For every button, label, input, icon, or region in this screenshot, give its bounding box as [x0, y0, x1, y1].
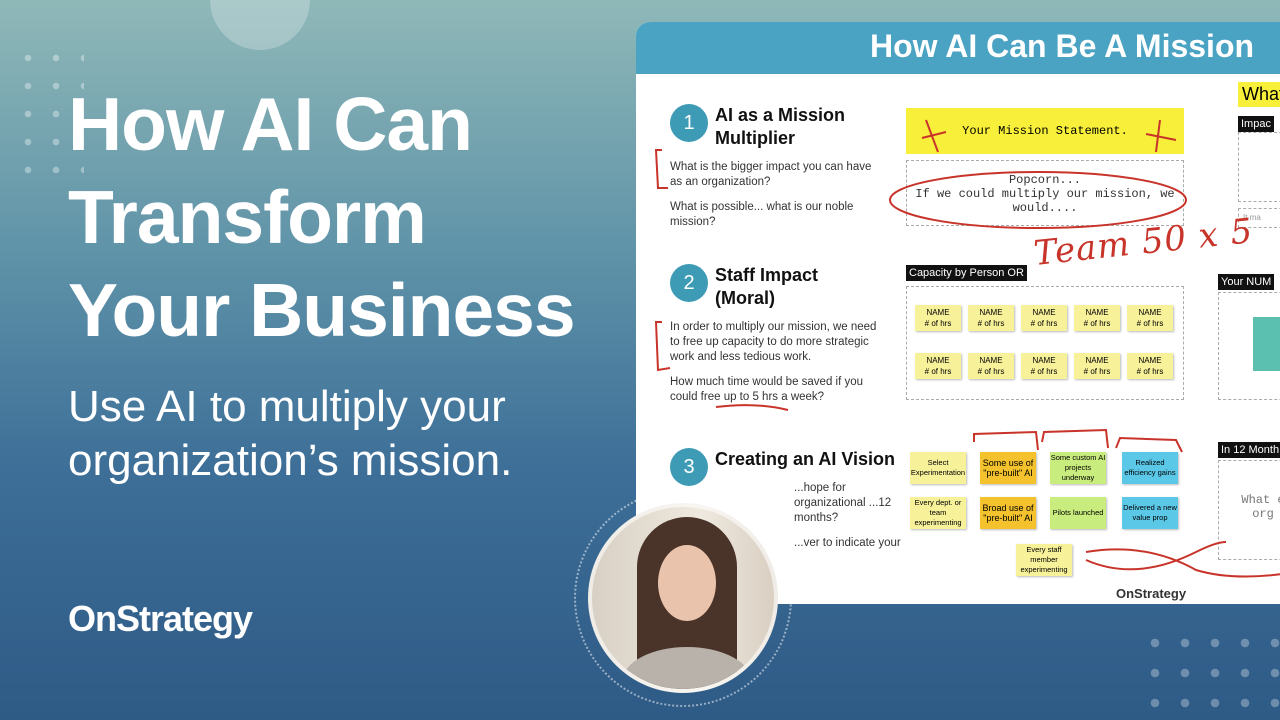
name-note: NAME # of hrs	[1127, 353, 1173, 379]
sticky-note: Some use of "pre-built" AI	[980, 452, 1036, 484]
decorative-circle	[210, 0, 310, 50]
your-number-label: Your NUM	[1218, 274, 1275, 290]
sticky-note: Some custom AI projects underway	[1050, 452, 1106, 484]
note-name: NAME	[1085, 308, 1109, 317]
impact-note: It ma	[1238, 208, 1280, 228]
section-number: 1	[670, 104, 708, 142]
section-number: 2	[670, 264, 708, 302]
section-text: How much time would be saved if you coul…	[670, 376, 864, 403]
note-name: NAME	[979, 308, 1003, 317]
note-hrs: # of hrs	[977, 319, 1005, 328]
note-name: NAME	[1032, 356, 1056, 365]
note-hrs: # of hrs	[1083, 367, 1111, 376]
name-note: NAME # of hrs	[1021, 305, 1067, 331]
sticky-note: Pilots launched	[1050, 497, 1106, 529]
section-2: 2 Staff Impact (Moral) In order to multi…	[670, 264, 880, 405]
headline-line: Your Business	[68, 268, 576, 352]
name-note: NAME # of hrs	[915, 305, 961, 331]
sticky-note: Every staff member experimenting	[1016, 544, 1072, 576]
section-3: 3 Creating an AI Vision ...hope for orga…	[670, 448, 910, 551]
note-hrs: # of hrs	[1030, 367, 1058, 376]
decorative-dots	[1140, 628, 1280, 708]
note-name: NAME	[1032, 308, 1056, 317]
note-name: NAME	[979, 356, 1003, 365]
note-hrs: # of hrs	[924, 319, 952, 328]
section-text: In order to multiply our mission, we nee…	[670, 321, 877, 363]
vision-box: What e org	[1218, 460, 1280, 560]
note-hrs: # of hrs	[924, 367, 952, 376]
section-text: What is possible... what is our noble mi…	[670, 201, 854, 228]
subtitle-line: organization’s mission.	[68, 436, 513, 485]
note-name: NAME	[1138, 308, 1162, 317]
vision-text: org	[1252, 507, 1274, 521]
name-note: NAME # of hrs	[968, 305, 1014, 331]
impact-label: Impac	[1238, 116, 1274, 132]
note-hrs: # of hrs	[1136, 367, 1164, 376]
section-text: What is the bigger impact you can have a…	[670, 161, 872, 188]
subtitle-line: Use AI to multiply your	[68, 382, 506, 431]
name-note: NAME # of hrs	[915, 353, 961, 379]
note-name: NAME	[926, 308, 950, 317]
name-note: NAME # of hrs	[1127, 305, 1173, 331]
mission-statement: Your Mission Statement.	[906, 108, 1184, 154]
vision-text: What e	[1241, 493, 1280, 507]
number-box	[1218, 292, 1280, 400]
note-hrs: # of hrs	[1030, 319, 1058, 328]
section-title: AI as a Mission Multiplier	[715, 105, 846, 148]
popcorn-box: Popcorn... If we could multiply our miss…	[906, 160, 1184, 226]
note-hrs: # of hrs	[977, 367, 1005, 376]
section-title: Creating an AI Vision	[715, 449, 896, 469]
decorative-dots	[14, 44, 84, 194]
in-12-months-label: In 12 Month	[1218, 442, 1280, 458]
section-number: 3	[670, 448, 708, 486]
right-heading: What	[1238, 82, 1280, 107]
presenter-photo	[588, 503, 778, 693]
headline-line: Transform	[68, 175, 427, 259]
slide-preview: How AI Can Be A Mission 1 AI as a Missio…	[636, 22, 1280, 604]
section-text: ...ver to indicate your	[794, 537, 901, 549]
popcorn-label: Popcorn...	[1008, 173, 1081, 187]
note-hrs: # of hrs	[1083, 319, 1111, 328]
section-text: ...hope for organizational ...12 months?	[794, 482, 892, 524]
sticky-note: Select Experimentation	[910, 452, 966, 484]
sticky-note: Every dept. or team experimenting	[910, 497, 966, 529]
portrait-ring	[574, 489, 792, 707]
note-name: NAME	[1085, 356, 1109, 365]
name-note: NAME # of hrs	[968, 353, 1014, 379]
capacity-label: Capacity by Person OR	[906, 265, 1027, 281]
headline-line: How AI Can	[68, 82, 473, 166]
note-name: NAME	[1138, 356, 1162, 365]
slide-brand: OnStrategy	[1116, 586, 1187, 601]
note-hrs: # of hrs	[1136, 319, 1164, 328]
popcorn-text: If we could multiply our mission, we wou…	[915, 187, 1175, 215]
section-title: Staff Impact (Moral)	[715, 265, 819, 308]
subtitle: Use AI to multiply your organization’s m…	[68, 380, 512, 488]
sticky-note: Realized efficiency gains	[1122, 452, 1178, 484]
note-name: NAME	[926, 356, 950, 365]
impact-box	[1238, 132, 1280, 202]
section-1: 1 AI as a Mission Multiplier What is the…	[670, 104, 880, 230]
name-note: NAME # of hrs	[1074, 305, 1120, 331]
name-note: NAME # of hrs	[1074, 353, 1120, 379]
name-note: NAME # of hrs	[1021, 353, 1067, 379]
brand-logo: OnStrategy	[68, 598, 253, 639]
face	[658, 545, 716, 621]
sticky-note: Broad use of "pre-built" AI	[980, 497, 1036, 529]
slide-title: How AI Can Be A Mission	[636, 22, 1280, 74]
headline: How AI Can Transform Your Business	[68, 78, 576, 357]
sticky-note: Delivered a new value prop	[1122, 497, 1178, 529]
